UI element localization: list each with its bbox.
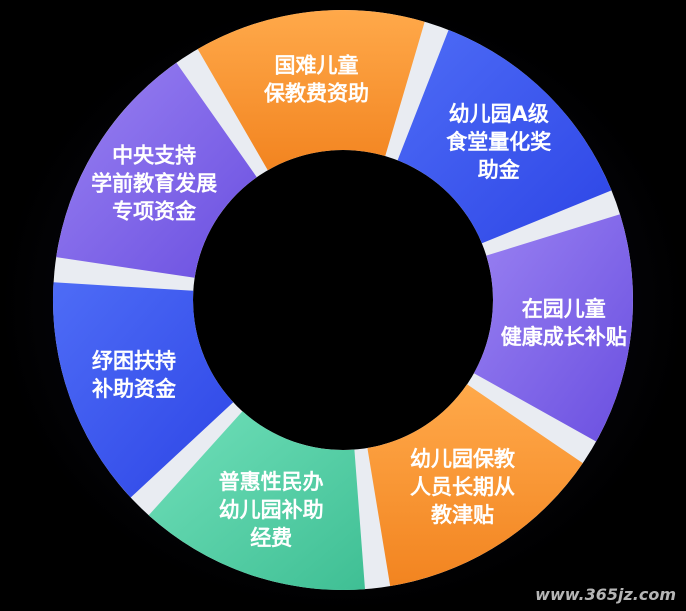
segment-label-line: 助金 [478,158,521,182]
ring-segment-5 [367,384,583,587]
segments-layer [52,9,633,591]
segment-label-line: 补助资金 [91,377,177,401]
segment-label-line: 幼儿园保教 [410,447,516,471]
segment-label-4: 在园儿童健康成长补贴 [501,297,627,349]
segment-label-line: 幼儿园A级 [449,102,549,126]
segment-label-line: 健康成长补贴 [501,325,627,349]
inner-hole [193,150,493,450]
segment-label-3: 幼儿园A级食堂量化奖助金 [446,102,552,182]
segment-label-line: 在园儿童 [522,297,606,321]
segment-label-6: 普惠性民办幼儿园补助经费 [219,470,324,550]
watermark: www.365jz.com [535,585,676,604]
ring-segment-3 [397,29,612,244]
segment-label-line: 经费 [250,526,292,550]
segment-label-line: 教津贴 [431,503,494,527]
segment-label-1: 中央支持学前教育发展专项资金 [91,143,217,223]
segment-label-2: 国难儿童保教费资助 [263,54,369,106]
segment-label-line: 食堂量化奖 [446,130,552,154]
ring-segment-4 [473,214,633,442]
segment-label-line: 纾困扶持 [92,349,176,373]
ring-segment-6 [148,411,365,591]
segment-label-line: 国难儿童 [275,54,359,78]
segment-label-line: 普惠性民办 [219,470,324,494]
segment-label-5: 幼儿园保教人员长期从教津贴 [410,447,516,527]
segment-label-7: 纾困扶持补助资金 [91,349,177,401]
segment-label-line: 幼儿园补助 [219,498,324,522]
ring-segment-7 [52,282,234,498]
segment-label-line: 中央支持 [112,143,196,167]
segment-label-line: 学前教育发展 [91,171,217,195]
labels-layer: 中央支持学前教育发展专项资金国难儿童保教费资助幼儿园A级食堂量化奖助金在园儿童健… [91,54,627,550]
segment-label-line: 保教费资助 [263,82,369,106]
segment-label-line: 专项资金 [112,199,197,223]
ring-segment-2 [197,9,425,171]
segment-label-line: 人员长期从 [410,475,515,499]
ring-segment-1 [56,62,257,278]
